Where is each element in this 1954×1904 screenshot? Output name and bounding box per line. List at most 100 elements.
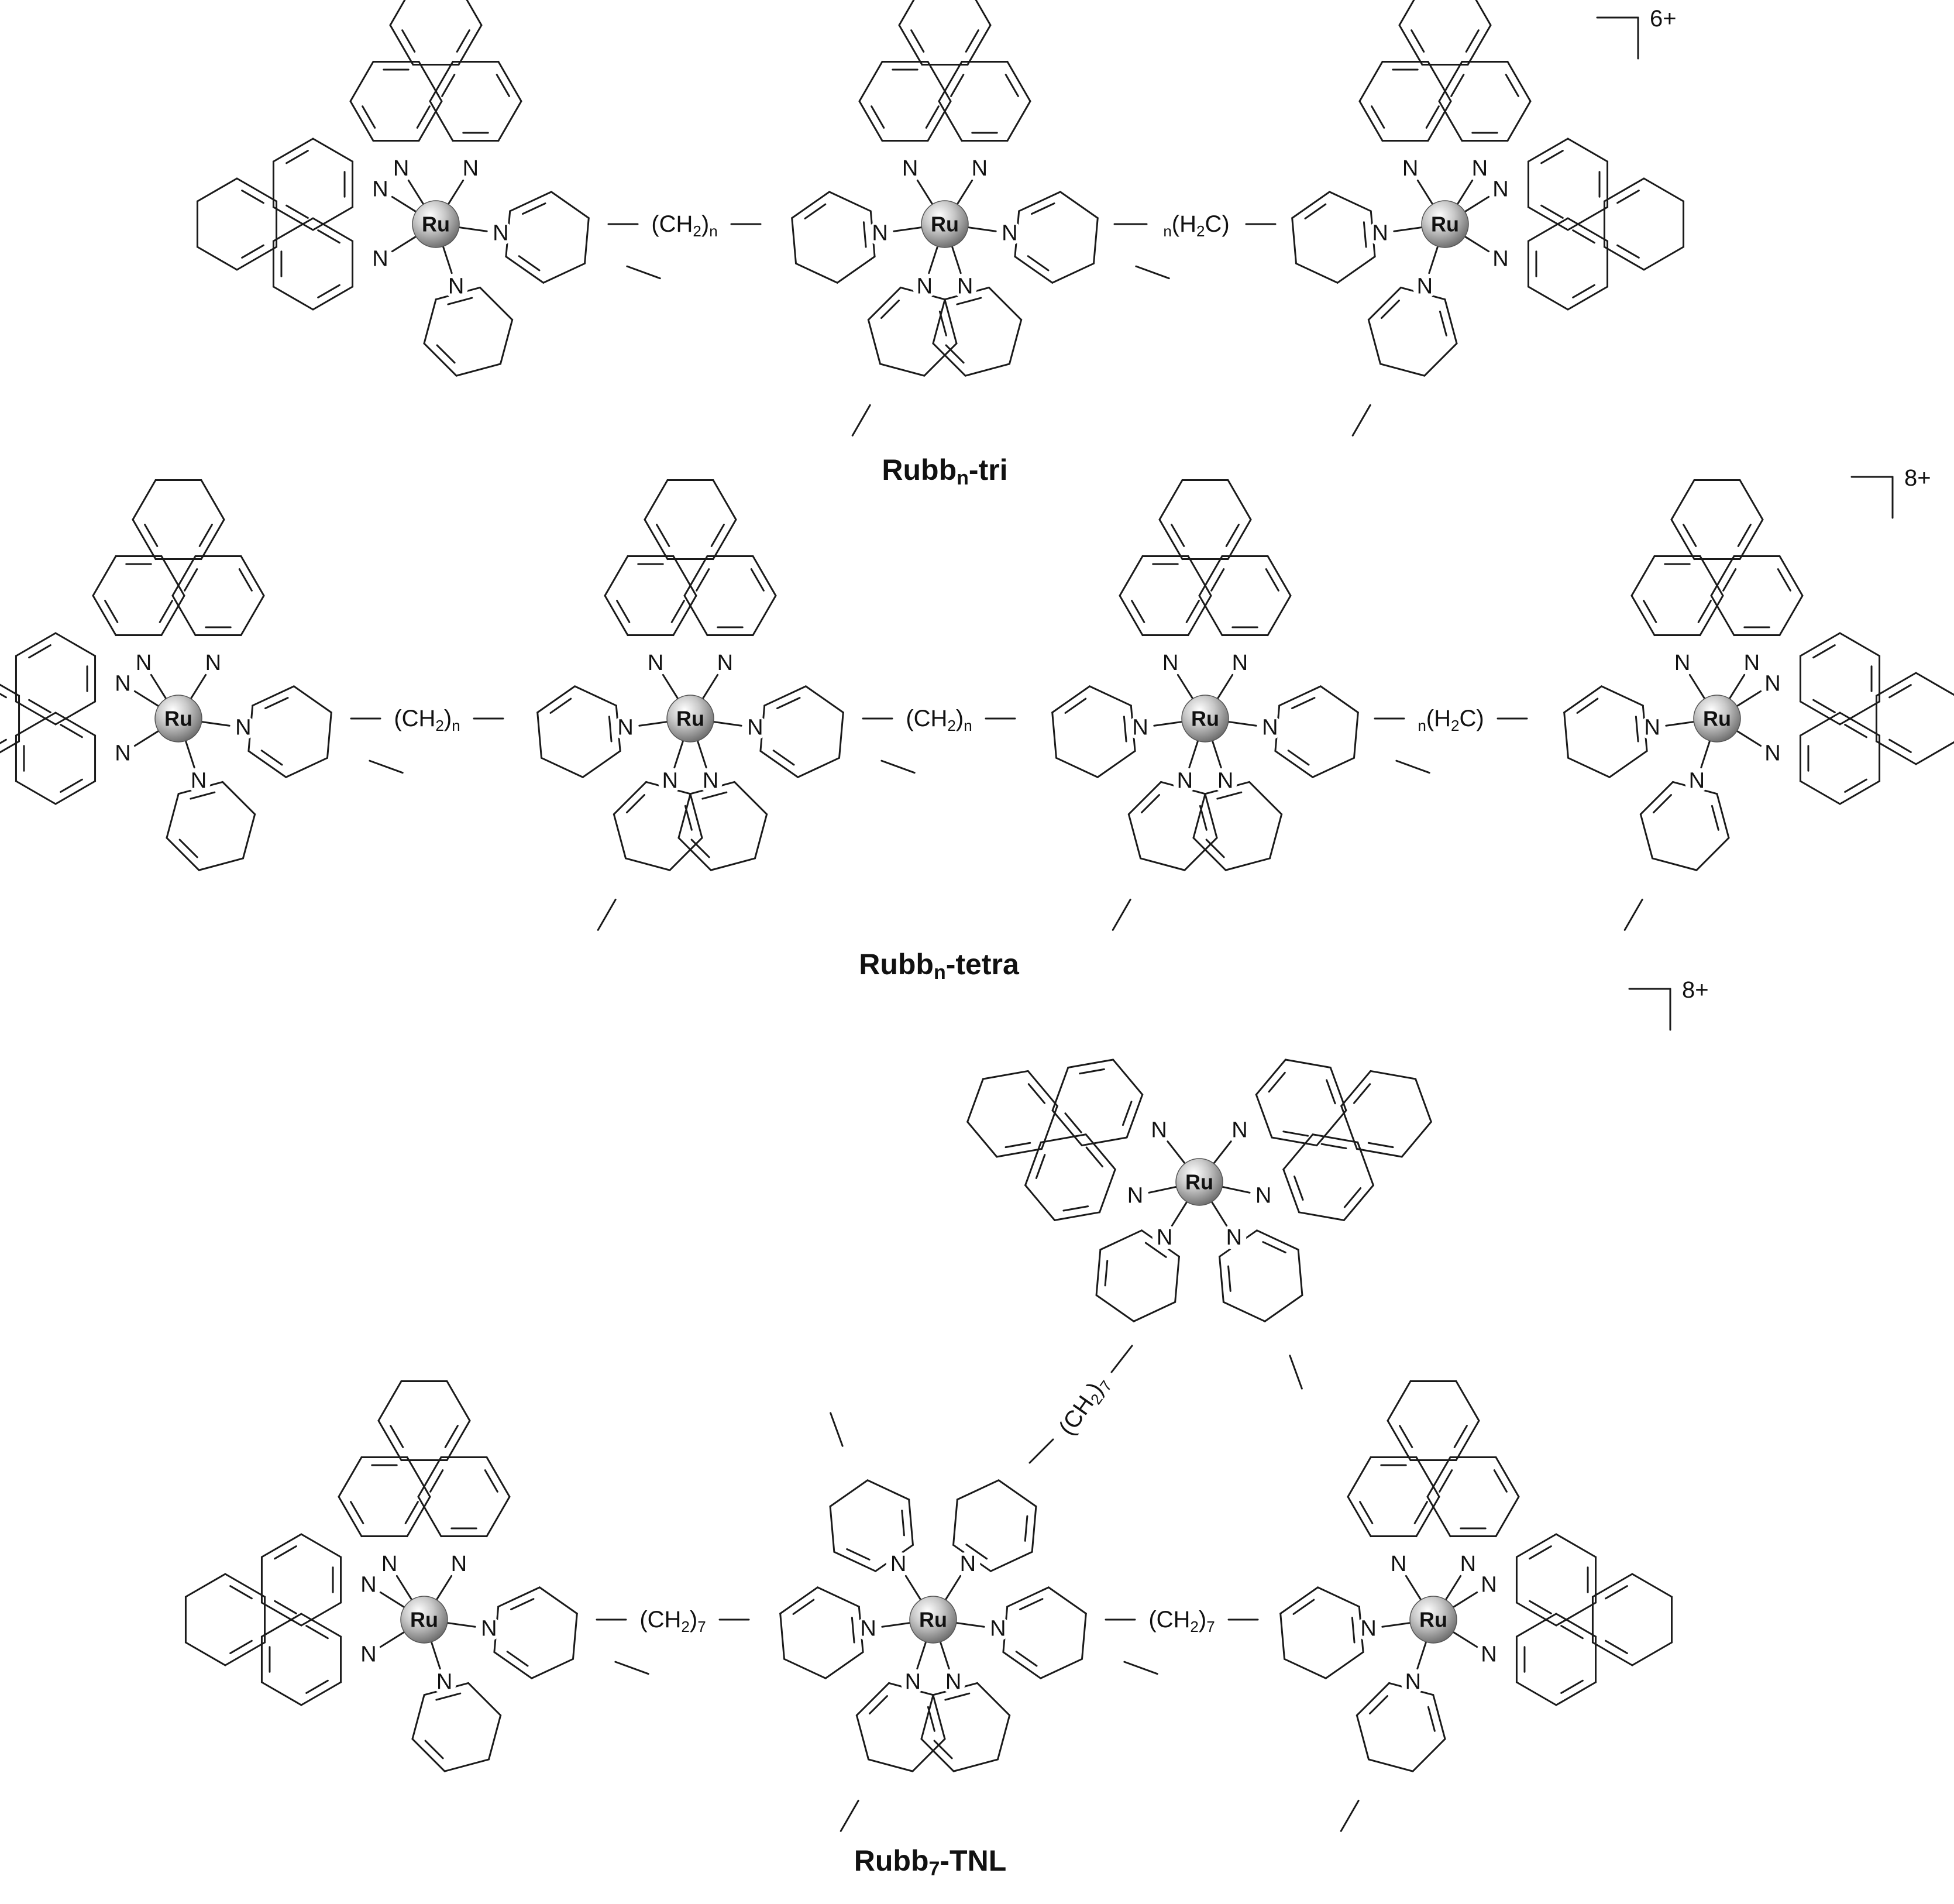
double-bond — [144, 524, 159, 547]
ring-bond — [54, 712, 97, 737]
ring-bond — [604, 555, 629, 597]
double-bond — [1605, 1585, 1628, 1600]
ring-bond — [1444, 298, 1458, 345]
ring-bond — [1041, 1105, 1058, 1150]
double-bond — [441, 74, 456, 97]
ring-bond — [1031, 1506, 1037, 1553]
ring-bond — [1336, 256, 1376, 284]
double-bond — [776, 697, 801, 710]
nitrogen-atom-mask — [658, 768, 683, 793]
nitrogen-atom: N — [235, 716, 251, 740]
nitrogen-atom: N — [1002, 221, 1017, 246]
ring-bond — [683, 555, 708, 597]
compound-name: Rubb7-TNL — [854, 1844, 1007, 1880]
nitrogen-atom-mask — [955, 1552, 981, 1577]
ring-bond — [672, 594, 697, 637]
double-bond — [435, 1692, 462, 1701]
ring-bond — [1187, 555, 1212, 597]
ring-bond — [1096, 750, 1136, 778]
nitrogen-atom: N — [1132, 716, 1148, 740]
ring-bond — [1839, 780, 1881, 805]
nitrogen-atom-mask — [368, 177, 393, 202]
ring-bond — [446, 1380, 471, 1422]
ring-bond — [583, 217, 590, 264]
nitrogen-atom-mask — [1172, 768, 1198, 793]
ring-bond — [15, 700, 57, 726]
nitrogen-atom-mask — [1401, 1669, 1426, 1695]
ring-bond — [423, 342, 457, 377]
ring-bond — [868, 1758, 914, 1772]
ring-bond — [1799, 712, 1841, 737]
ring-bond — [1432, 1694, 1446, 1740]
ruthenium-label: Ru — [1419, 1608, 1447, 1632]
double-bond — [60, 778, 83, 793]
coordination-bond — [673, 740, 684, 769]
ring-bond — [1018, 191, 1061, 212]
ring-bond — [200, 518, 225, 561]
double-bond — [1652, 794, 1672, 814]
ring-bond — [1799, 700, 1841, 726]
double-bond — [1085, 1146, 1103, 1168]
ring-bond — [260, 1613, 302, 1638]
ring-bond — [938, 100, 963, 142]
ring-bond — [418, 60, 443, 102]
double-bond — [625, 794, 645, 814]
ring-bond — [1427, 60, 1452, 102]
ruthenium-atom — [666, 695, 714, 743]
ring-bond — [1915, 672, 1954, 696]
double-bond — [690, 838, 710, 858]
double-bond — [616, 600, 631, 623]
double-bond — [772, 750, 795, 766]
ring-bond — [572, 1613, 578, 1660]
ring-bond — [1174, 1256, 1180, 1303]
ring-bond — [1047, 1586, 1087, 1615]
nitrogen-atom: N — [463, 156, 479, 181]
nitrogen-atom: N — [1232, 651, 1248, 675]
ring-bond — [312, 217, 354, 242]
ring-bond — [1027, 1070, 1058, 1107]
double-bond — [701, 791, 728, 800]
ring-bond — [1839, 632, 1881, 657]
double-bond — [496, 74, 510, 97]
ring-bond — [1051, 712, 1058, 759]
ring-bond — [989, 1551, 1033, 1572]
ring-bond — [389, 0, 406, 26]
ring-bond — [920, 1694, 934, 1740]
nitrogen-atom: N — [1492, 177, 1508, 202]
ring-bond — [1356, 1682, 1390, 1717]
nitrogen-atom-mask — [1227, 651, 1253, 676]
nitrogen-atom-mask — [356, 1642, 381, 1667]
nitrogen-atom: N — [1231, 1118, 1247, 1143]
ring-bond — [455, 363, 501, 377]
ring-bond — [1415, 1078, 1432, 1123]
ring-bond — [446, 1420, 471, 1462]
ring-bond — [538, 1586, 578, 1615]
linker-label: n(H2C) — [1163, 211, 1229, 240]
double-bond — [1399, 1425, 1413, 1448]
double-bond — [1225, 524, 1240, 547]
ring-bond — [224, 1641, 266, 1666]
double-bond — [1104, 1260, 1109, 1287]
ring-bond — [1799, 780, 1841, 805]
nitrogen-atom-mask — [1684, 768, 1709, 793]
ring-bond — [443, 1758, 490, 1772]
double-bond — [1465, 29, 1480, 53]
ring-bond — [1187, 594, 1212, 637]
ring-bond — [184, 1573, 226, 1598]
ring-bond — [417, 1456, 442, 1498]
double-bond — [305, 1679, 329, 1694]
ring-bond — [1081, 1613, 1087, 1660]
ring-bond — [132, 479, 157, 521]
coordination-bond — [1452, 1591, 1478, 1609]
double-bond — [1643, 600, 1657, 623]
coordination-bond — [1428, 245, 1439, 274]
nitrogen-atom-mask — [1398, 156, 1423, 181]
coordination-bond — [1416, 179, 1434, 205]
double-bond — [28, 699, 51, 713]
coordination-bond — [1153, 721, 1183, 727]
ring-bond — [1515, 1681, 1557, 1706]
ring-bond — [1380, 363, 1426, 377]
coordination-bond — [1700, 740, 1711, 769]
double-bond — [1737, 524, 1752, 547]
ring-bond — [898, 0, 915, 26]
